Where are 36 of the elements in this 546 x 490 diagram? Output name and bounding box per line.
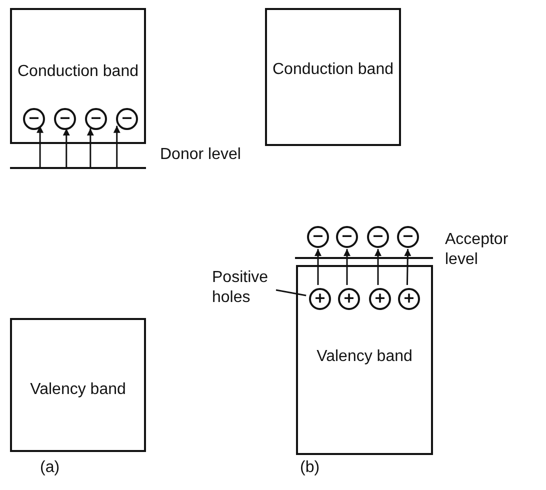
band-label: Conduction band — [272, 60, 394, 80]
arrow — [36, 126, 44, 167]
arrow — [113, 126, 120, 167]
arrow — [314, 249, 322, 285]
electron-symbol — [336, 226, 358, 248]
electron-symbol — [85, 108, 107, 130]
energy-level-line — [10, 167, 146, 169]
electron-symbol — [23, 108, 45, 130]
panel-label: (b) — [300, 458, 320, 478]
band-label: Valency band — [29, 380, 127, 400]
hole-symbol — [398, 288, 420, 310]
annotation-label: Positive holes — [212, 268, 284, 308]
hole-symbol — [309, 288, 331, 310]
electron-symbol — [54, 108, 76, 130]
level-label: Donor level — [160, 145, 242, 165]
electron-symbol — [397, 226, 419, 248]
arrow — [374, 249, 382, 285]
hole-symbol — [369, 288, 391, 310]
electron-symbol — [116, 108, 138, 130]
arrow — [86, 128, 94, 167]
energy-band-box — [296, 265, 433, 455]
band-label: Conduction band — [16, 62, 140, 82]
hole-symbol — [338, 288, 360, 310]
energy-band-box — [10, 318, 146, 452]
arrow — [404, 248, 412, 286]
electron-symbol — [367, 226, 389, 248]
level-label: Acceptor level — [445, 230, 510, 270]
band-label: Valency band — [316, 347, 414, 367]
energy-band-box — [10, 8, 146, 144]
leader-line — [276, 289, 306, 296]
arrow — [62, 128, 70, 167]
energy-band-box — [265, 8, 401, 146]
panel-label: (a) — [40, 458, 60, 478]
energy-level-line — [295, 257, 433, 259]
arrow — [344, 249, 350, 285]
electron-symbol — [307, 226, 329, 248]
